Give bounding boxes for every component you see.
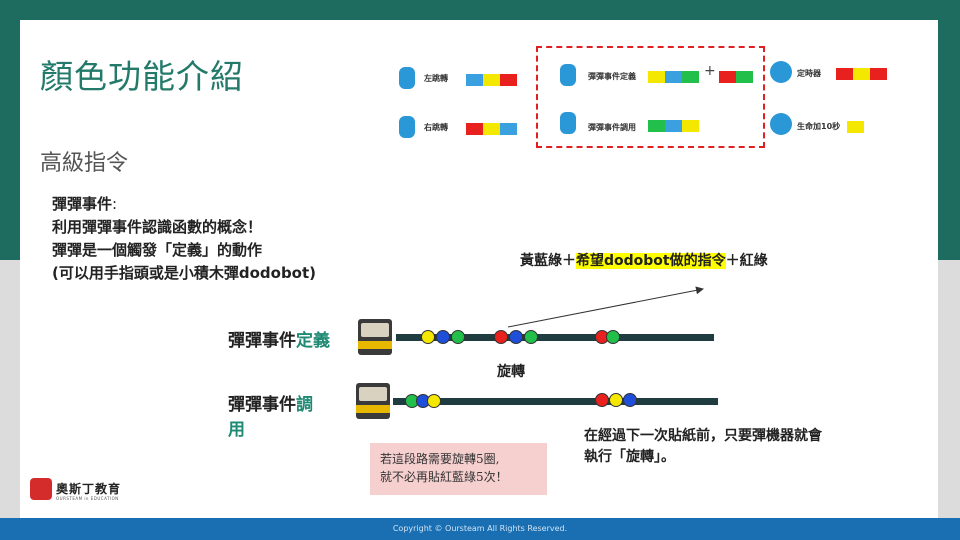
row-call-label-plain: 彈彈事件 <box>228 395 296 415</box>
row-call-label: 彈彈事件調用 <box>228 393 338 443</box>
color-block <box>665 120 682 132</box>
color-dot-green <box>451 330 465 344</box>
pink-note-box: 若這段路需要旋轉5圈, 就不必再貼紅藍綠5次！ <box>370 443 547 495</box>
color-block <box>648 120 665 132</box>
color-block <box>719 71 736 83</box>
cmd-timer-colors <box>836 65 887 84</box>
track-line-call <box>393 398 718 405</box>
document-icon <box>399 116 415 138</box>
color-dot-yellow <box>427 394 441 408</box>
highlight-dashed-box <box>536 46 765 148</box>
cmd-timer-label: 定時器 <box>797 69 821 78</box>
cmd-event-define-colors <box>648 68 699 87</box>
rotation-note-line-1: 在經過下一次貼紙前，只要彈機器就會 <box>584 428 822 444</box>
description-line-4: (可以用手指頭或是小積木彈dodobot) <box>52 264 317 282</box>
color-block <box>836 68 853 80</box>
track-line-define <box>396 334 714 341</box>
logo-subtitle: OURSTEAM in EDUCATION <box>56 496 119 501</box>
cmd-event-call-label: 彈彈事件調用 <box>588 123 636 132</box>
color-block <box>736 71 753 83</box>
rotate-label: 旋轉 <box>497 364 525 380</box>
annotation-suffix: ＋紅綠 <box>725 253 768 269</box>
description-line-3: 彈彈是一個觸發「定義」的動作 <box>52 241 263 259</box>
plus-sign: + <box>704 63 716 79</box>
row-call-label-line2: 用 <box>228 420 245 440</box>
row-define-label-plain: 彈彈事件 <box>228 331 296 351</box>
pink-note-line-2: 就不必再貼紅藍綠5次！ <box>380 470 508 484</box>
color-block <box>682 120 699 132</box>
color-block <box>870 68 887 80</box>
cmd-event-define-colors-2 <box>719 68 753 87</box>
description-line-2: 利用彈彈事件認識函數的概念！ <box>52 218 263 236</box>
color-dot-red <box>494 330 508 344</box>
cmd-event-call-colors <box>648 117 699 136</box>
annotation-highlight: 希望dodobot做的指令 <box>576 253 726 269</box>
cmd-event-define-label: 彈彈事件定義 <box>588 72 636 81</box>
slide-card <box>20 20 938 520</box>
description-block: 彈彈事件: 利用彈彈事件認識函數的概念！ 彈彈是一個觸發「定義」的動作 (可以用… <box>52 193 316 285</box>
color-dot-yellow <box>609 393 623 407</box>
color-block <box>483 74 500 86</box>
cmd-life-plus-label: 生命加10秒 <box>797 122 841 131</box>
finger-tap-icon <box>560 64 576 86</box>
page-subtitle: 高級指令 <box>40 151 129 176</box>
color-dot-red <box>595 393 609 407</box>
color-block <box>853 68 870 80</box>
dodobot-robot-icon <box>358 319 392 355</box>
clock-plus-icon <box>770 113 792 135</box>
color-block <box>500 74 517 86</box>
color-block <box>665 71 682 83</box>
annotation: 黃藍綠＋希望dodobot做的指令＋紅綠 <box>520 250 768 270</box>
color-block <box>466 123 483 135</box>
color-block <box>847 121 864 133</box>
color-dot-blue <box>623 393 637 407</box>
color-dot-blue <box>436 330 450 344</box>
color-dot-green <box>524 330 538 344</box>
cmd-left-turn-label: 左跳轉 <box>424 74 448 83</box>
row-call-label-accent: 調 <box>296 395 313 415</box>
cmd-right-turn-label: 右跳轉 <box>424 123 448 132</box>
rotation-note: 在經過下一次貼紙前，只要彈機器就會 執行「旋轉」。 <box>584 426 822 468</box>
annotation-prefix: 黃藍綠＋ <box>520 253 576 269</box>
color-block <box>483 123 500 135</box>
color-block <box>466 74 483 86</box>
dodobot-robot-icon <box>356 383 390 419</box>
color-block <box>648 71 665 83</box>
color-block <box>500 123 517 135</box>
cmd-right-turn-colors <box>466 120 517 139</box>
cmd-life-plus-colors <box>847 118 864 137</box>
finger-tap-icon <box>560 112 576 134</box>
rotation-note-line-2: 執行「旋轉」。 <box>584 449 675 465</box>
color-dot-yellow <box>421 330 435 344</box>
row-define-label-accent: 定義 <box>296 331 330 351</box>
color-dot-blue <box>509 330 523 344</box>
cmd-left-turn-colors <box>466 71 517 90</box>
hourglass-icon <box>770 61 792 83</box>
logo-name: 奧斯丁教育 <box>56 482 122 496</box>
logo-icon <box>30 478 52 500</box>
footer-copyright: Copyright © Oursteam All Rights Reserved… <box>0 518 960 540</box>
color-block <box>682 71 699 83</box>
document-icon <box>399 67 415 89</box>
row-define-label: 彈彈事件定義 <box>228 326 330 351</box>
pink-note-line-1: 若這段路需要旋轉5圈, <box>380 452 500 466</box>
color-dot-green <box>606 330 620 344</box>
description-colon: : <box>112 195 118 213</box>
page-title: 顏色功能介紹 <box>40 57 244 96</box>
description-line-1: 彈彈事件 <box>52 195 113 213</box>
